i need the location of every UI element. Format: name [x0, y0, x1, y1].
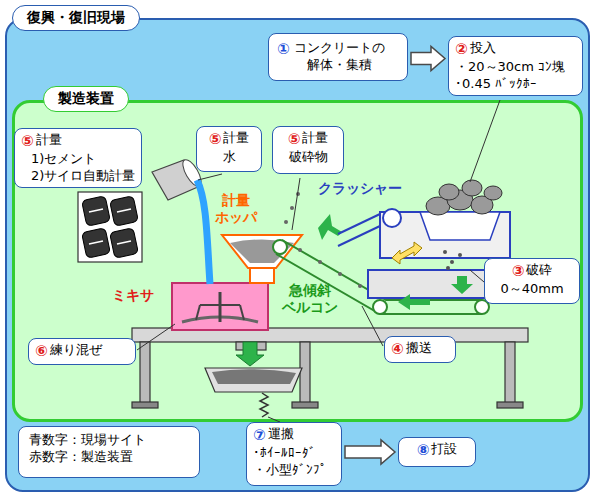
- step-heading: 運搬: [268, 426, 294, 443]
- part-label: 急傾斜 ベルコン: [280, 282, 340, 316]
- water-bucket: [152, 157, 210, 284]
- mixer: [172, 283, 268, 330]
- process-box: ⑥練り混ぜ: [28, 338, 136, 365]
- step-detail: 0～40mm: [500, 281, 563, 298]
- step-heading: 計量: [302, 130, 328, 147]
- step-detail: 青数字：現場サイト: [29, 432, 146, 449]
- step-heading: 計量: [36, 132, 62, 149]
- text-row: ・0.45 ﾊﾞｯｸﾎｰ: [455, 76, 576, 93]
- process-box: ②投入・20～30cm ｺﾝ塊・0.45 ﾊﾞｯｸﾎｰ: [448, 36, 583, 96]
- text-row: ・小型ﾀﾞﾝﾌﾟ: [253, 462, 335, 479]
- process-box: ③破砕0～40mm: [484, 258, 580, 304]
- step-heading: 打設: [431, 441, 457, 458]
- text-row: ・20～30cm ｺﾝ塊: [455, 59, 576, 76]
- step-detail: 水: [223, 149, 236, 166]
- part-label: クラッシャー: [318, 180, 402, 197]
- text-row: 0～40mm: [491, 281, 573, 298]
- process-box: ①コンクリートの 解体・集積: [268, 33, 408, 81]
- process-box: 青数字：現場サイト赤数字：製造装置: [18, 426, 200, 478]
- callout-number: ⑦: [253, 426, 266, 445]
- text-row: ②投入: [455, 40, 576, 59]
- step-heading: 練り混ぜ: [50, 342, 102, 359]
- text-row: ・ﾎｲｰﾙﾛｰﾀﾞ: [253, 445, 335, 462]
- text-row: ⑤計量: [203, 130, 255, 149]
- region-panel: 復興・復旧現場①コンクリートの 解体・集積②投入・20～30cm ｺﾝ塊・0.4…: [5, 18, 590, 492]
- callout-number: ①: [277, 40, 290, 59]
- flow-arrow: [451, 276, 473, 294]
- callout-number: ③: [512, 262, 525, 281]
- step-detail: 破砕物: [289, 149, 328, 166]
- step-detail: 2)サイロ自動計量: [31, 168, 135, 185]
- step-heading: 搬送: [406, 340, 432, 357]
- callout-number: ④: [391, 340, 404, 359]
- support-table: [132, 328, 528, 408]
- text-row: 赤数字：製造装置: [29, 449, 189, 466]
- part-label: 計量 ホッパ: [214, 192, 259, 226]
- callout-number: ⑤: [288, 130, 301, 149]
- process-box: ⑧打設: [398, 437, 476, 467]
- step-heading: 計量: [223, 130, 249, 147]
- adjust-arrow: [392, 242, 422, 264]
- text-row: 青数字：現場サイト: [29, 432, 189, 449]
- block-arrow: [345, 440, 395, 464]
- text-row: 水: [203, 149, 255, 166]
- cement-bags: [78, 192, 142, 262]
- process-box: ⑦運搬・ﾎｲｰﾙﾛｰﾀﾞ・小型ﾀﾞﾝﾌﾟ: [246, 422, 342, 486]
- process-box: ⑤計量1)セメント2)サイロ自動計量: [14, 128, 142, 188]
- text-row: ⑦運搬: [253, 426, 335, 445]
- part-label: ミキサ: [112, 287, 154, 304]
- callout-number: ⑤: [21, 132, 34, 151]
- flow-arrow: [398, 294, 430, 310]
- text-row: ④搬送: [391, 340, 449, 359]
- process-box: ④搬送: [384, 336, 456, 363]
- step-detail: ・20～30cm ｺﾝ塊: [455, 59, 565, 76]
- region-title: 製造装置: [58, 90, 114, 108]
- text-row: ③破砕: [491, 262, 573, 281]
- weighing-hopper: [222, 235, 302, 283]
- flow-arrow: [236, 342, 264, 366]
- block-arrow: [411, 47, 445, 71]
- process-box: ⑤計量破砕物: [272, 126, 344, 174]
- text-row: 1)セメント: [21, 151, 135, 168]
- step-detail: ・小型ﾀﾞﾝﾌﾟ: [253, 462, 327, 479]
- text-row: ⑥練り混ぜ: [35, 342, 129, 361]
- step-detail: ・0.45 ﾊﾞｯｸﾎｰ: [455, 76, 537, 93]
- step-heading: コンクリートの 解体・集積: [292, 40, 387, 73]
- callout-number: ⑧: [417, 441, 430, 460]
- step-detail: 1)セメント: [31, 151, 96, 168]
- process-box: ⑤計量水: [196, 126, 262, 172]
- leader-lines: [137, 100, 500, 422]
- region-title: 復興・復旧現場: [27, 9, 125, 27]
- callout-number: ⑥: [35, 342, 48, 361]
- region-panel: 製造装置⑤計量1)セメント2)サイロ自動計量⑤計量水⑤計量破砕物③破砕0～40m…: [12, 100, 583, 422]
- text-row: ①コンクリートの 解体・集積: [277, 40, 399, 73]
- text-row: ⑤計量: [21, 132, 135, 151]
- text-row: ⑧打設: [405, 441, 469, 460]
- region-title-tab: 製造装置: [43, 86, 129, 112]
- text-row: ⑤計量: [279, 130, 337, 149]
- region-title-tab: 復興・復旧現場: [12, 5, 140, 31]
- step-heading: 破砕: [526, 262, 552, 279]
- callout-number: ⑤: [209, 130, 222, 149]
- step-heading: 赤数字：製造装置: [29, 449, 133, 466]
- step-heading: 投入: [470, 40, 496, 57]
- text-row: 2)サイロ自動計量: [21, 168, 135, 185]
- output-tray: [205, 368, 302, 417]
- callout-number: ②: [455, 40, 468, 59]
- step-detail: ・ﾎｲｰﾙﾛｰﾀﾞ: [253, 445, 316, 462]
- flow-arrow: [318, 214, 342, 240]
- text-row: 破砕物: [279, 149, 337, 166]
